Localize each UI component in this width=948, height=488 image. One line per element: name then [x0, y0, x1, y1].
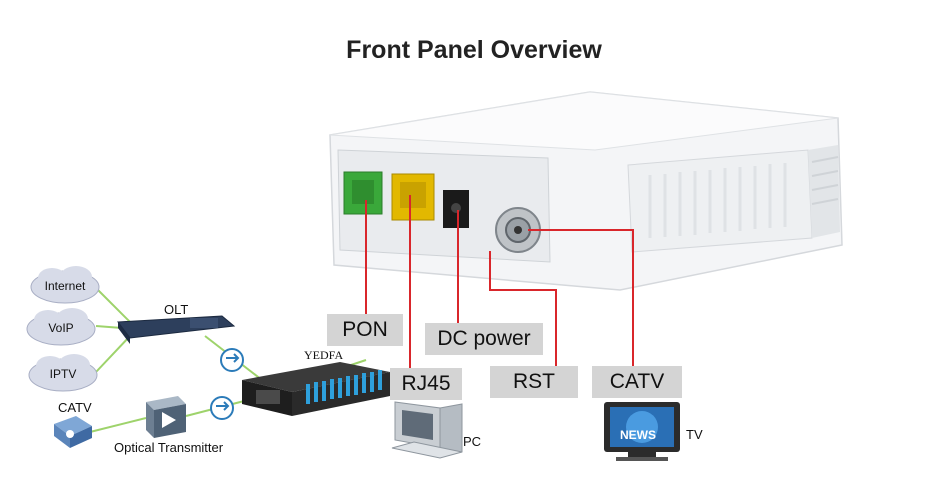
leader-lines — [365, 195, 634, 370]
page-title: Front Panel Overview — [346, 36, 602, 64]
iptv-cloud — [28, 354, 98, 392]
tv-news-text: NEWS — [620, 428, 656, 442]
tv-label: TV — [686, 427, 703, 442]
yedfa-label: YEDFA — [304, 348, 344, 362]
iptv-label: IPTV — [49, 367, 77, 381]
dc-power-label: DC power — [425, 323, 543, 355]
rj45-label: RJ45 — [390, 368, 462, 400]
olt-label: OLT — [164, 302, 189, 317]
optical-transmitter-icon — [146, 396, 186, 438]
rst-label: RST — [490, 366, 578, 398]
pc-icon — [391, 401, 463, 459]
internet-label: Internet — [44, 279, 86, 293]
pc-label: PC — [463, 434, 482, 449]
pon-label: PON — [327, 314, 403, 346]
catv-source-icon — [54, 416, 92, 448]
voip-label: VoIP — [48, 321, 74, 335]
catv-source-label: CATV — [58, 400, 92, 415]
olt-device — [117, 315, 236, 344]
yedfa-device — [242, 362, 390, 416]
optical-transmitter-label: Optical Transmitter — [114, 440, 224, 455]
catv-label: CATV — [592, 366, 682, 398]
sync-icon — [220, 348, 244, 372]
internet-cloud — [30, 266, 100, 304]
catv-port — [495, 207, 541, 253]
sync-icon — [210, 396, 234, 420]
tv-icon — [604, 402, 680, 461]
voip-cloud — [26, 308, 96, 346]
